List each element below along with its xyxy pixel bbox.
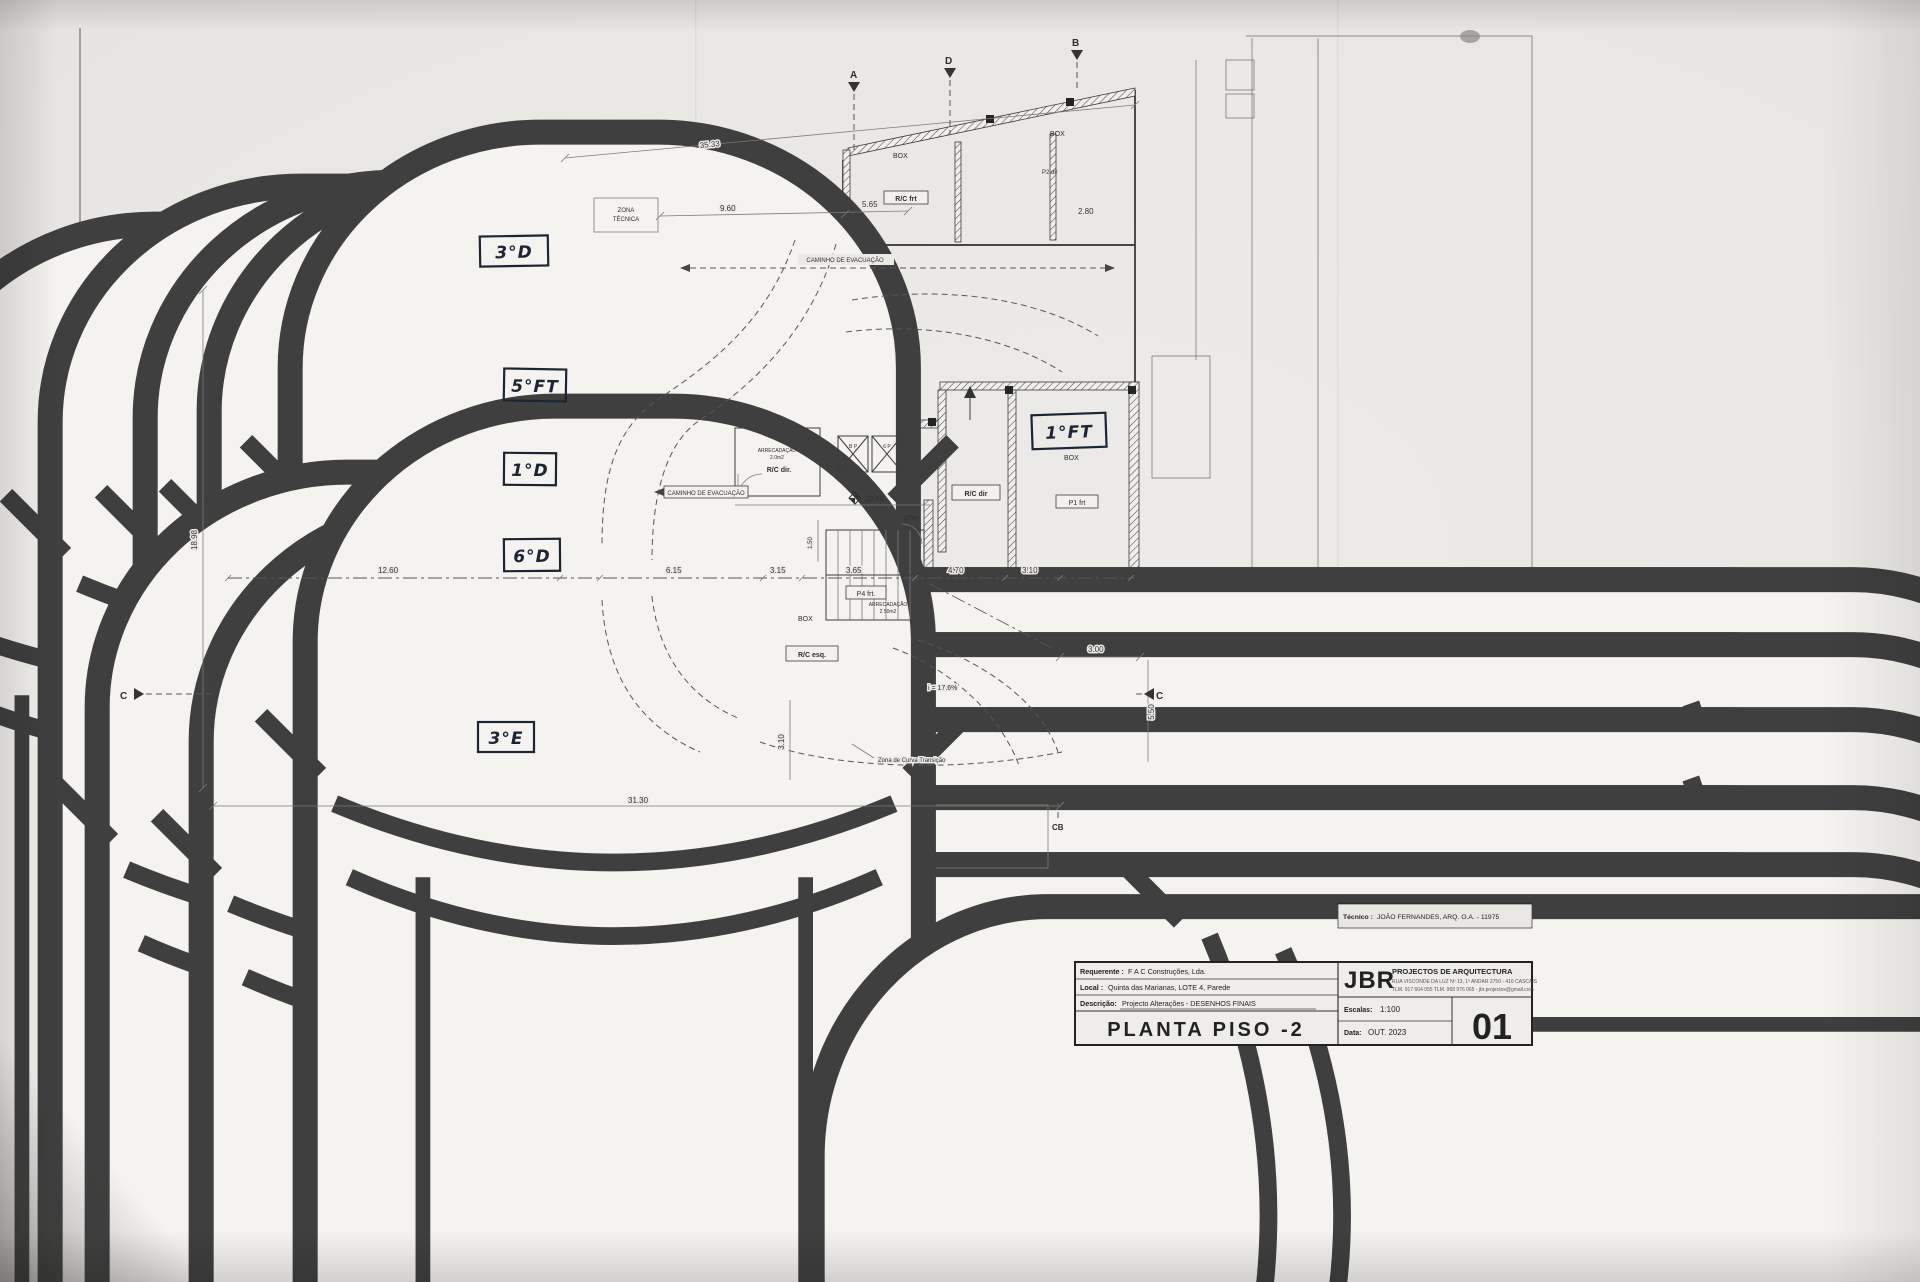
evacuation-paths: CAMINHO DE EVACUAÇÃO CAMINHO DE EVACUAÇÃ… <box>593 197 1115 499</box>
plan-title: PLANTA PISO -2 <box>1107 1019 1305 1041</box>
firm-address: RUA VISCONDE DA LUZ Nº 13, 1º ANDAR 2750… <box>1392 979 1538 985</box>
descricao-value: Projecto Alterações - DESENHOS FINAIS <box>1122 999 1256 1008</box>
handwritten-note: 3°E <box>476 720 536 754</box>
requerente-value: F A C Construções, Lda. <box>1128 967 1206 976</box>
unit-label: R/C esq. <box>798 652 826 659</box>
dimension: 3.15 <box>770 566 786 575</box>
unit-label: P1 frt <box>1069 500 1086 507</box>
box-label: BOX <box>798 616 813 623</box>
handwritten-note: 1°D <box>502 451 558 487</box>
zona-tecnica-label: ZONA <box>618 208 635 214</box>
elevator-label: 6 P <box>883 444 891 450</box>
local-label: Local : <box>1080 983 1103 992</box>
evacuation-label: CAMINHO DE EVACUAÇÃO <box>806 257 884 264</box>
dimension: 5.65 <box>862 200 878 209</box>
dimension: 9.60 <box>720 204 736 213</box>
section-letter: A <box>850 70 857 81</box>
section-letter: B <box>1072 38 1079 49</box>
central-core: ARRECADAÇÃO 2.0m2 R/C dir. B P 6 P 22.00… <box>734 427 1920 1282</box>
data-label: Data: <box>1344 1030 1362 1037</box>
dimension: 18.98 <box>190 529 199 550</box>
dimension: 1.50 <box>808 537 814 549</box>
right-parking-zone: BOX R/C dir P1 frt <box>53 386 1099 1282</box>
unit-label: R/C dir <box>965 491 988 498</box>
handwritten-note: 3°D <box>478 234 550 268</box>
requerente-label: Requerente : <box>1080 967 1124 976</box>
level-value: 22.00 <box>866 496 884 503</box>
firm-name: PROJECTOS DE ARQUITECTURA <box>1392 967 1513 976</box>
slope-label: i = 17.6% <box>928 685 957 692</box>
unit-label: P2 dir <box>1042 170 1058 176</box>
svg-text:3°D: 3°D <box>495 243 533 264</box>
escala-value: 1:100 <box>1380 1005 1401 1014</box>
dimension: 3.10 <box>777 734 786 750</box>
tecnico-value: JOÃO FERNANDES, ARQ. O.A. - 11975 <box>1377 912 1499 921</box>
handwritten-note: 6°D <box>502 537 562 573</box>
section-letter: D <box>945 56 952 67</box>
room-label: ARRECADAÇÃO <box>758 447 797 454</box>
evacuation-label: CAMINHO DE EVACUAÇÃO <box>667 490 745 497</box>
box-label: BOX <box>1064 455 1079 462</box>
tecnico-label: Técnico : <box>1343 914 1373 921</box>
box-label: BOX <box>893 153 908 160</box>
dimension: 4.70 <box>948 566 964 575</box>
descricao-label: Descrição: <box>1080 999 1117 1008</box>
svg-text:3°E: 3°E <box>489 729 524 749</box>
box-label: BOX <box>1050 131 1065 138</box>
title-block: Técnico : JOÃO FERNANDES, ARQ. O.A. - 11… <box>1074 902 1538 1047</box>
unit-label: R/C dir. <box>767 467 792 474</box>
handwritten-notes: 3°D 5°FT 1°D 6°D 3°E 1°FT <box>476 234 1108 754</box>
dimension: 3.00 <box>1088 645 1104 654</box>
room-label: ARRECADAÇÃO <box>869 601 908 608</box>
curve-zone-label: Zona de Curva Transição <box>878 758 946 764</box>
firm-initials: JBR <box>1344 967 1395 994</box>
room-area: 2.50m2 <box>880 609 897 615</box>
sheet-number: 01 <box>1472 1006 1512 1047</box>
driveway-guide-lines: i = 17.6% Zona de Curva Transição <box>601 239 1099 769</box>
dimension: 12.60 <box>378 566 399 575</box>
local-value: Quinta das Marianas, LOTE 4, Parede <box>1108 983 1230 992</box>
handwritten-note: 5°FT <box>502 367 568 403</box>
dimension: 3.10 <box>1022 566 1038 575</box>
top-parking-strip: BOX BOX P2 dir R/C frt <box>0 131 1065 1282</box>
elevator-label: B P <box>849 444 858 450</box>
section-markers: A D B C C CB <box>120 38 1163 832</box>
zona-tecnica-label: TÉCNICA <box>613 216 639 223</box>
svg-text:6°D: 6°D <box>513 547 551 567</box>
svg-text:5°FT: 5°FT <box>511 377 559 398</box>
data-value: OUT. 2023 <box>1368 1028 1407 1037</box>
dimension: 2.80 <box>1078 207 1094 216</box>
ramp-arrow-icon <box>964 386 976 398</box>
door-label: CF60 <box>904 516 919 522</box>
unit-label: P4 frt. <box>857 591 876 598</box>
dimension-lines: 35.33 9.60 5.65 2.80 18.98 31.30 12.60 6… <box>189 100 1158 811</box>
firm-address: TLM. 917 604 055 TLM. 968 976 065 - jbr.… <box>1392 987 1534 993</box>
dimension: 3.65 <box>846 566 862 575</box>
svg-text:1°D: 1°D <box>511 461 549 481</box>
handwritten-note: 1°FT <box>1030 411 1108 451</box>
dimension: 31.30 <box>628 796 649 805</box>
room-area: 2.0m2 <box>770 455 784 461</box>
level-marker-fill <box>849 492 861 504</box>
dimension: 5.50 <box>1147 704 1156 720</box>
svg-text:1°FT: 1°FT <box>1045 422 1094 444</box>
unit-label: R/C frt <box>895 196 917 203</box>
section-letter: CB <box>1052 823 1064 832</box>
dimension: 35.33 <box>699 139 720 150</box>
section-letter: C <box>120 691 127 702</box>
escala-label: Escalas: <box>1344 1007 1372 1014</box>
dimension: 6.15 <box>666 566 682 575</box>
section-letter: C <box>1156 691 1163 702</box>
